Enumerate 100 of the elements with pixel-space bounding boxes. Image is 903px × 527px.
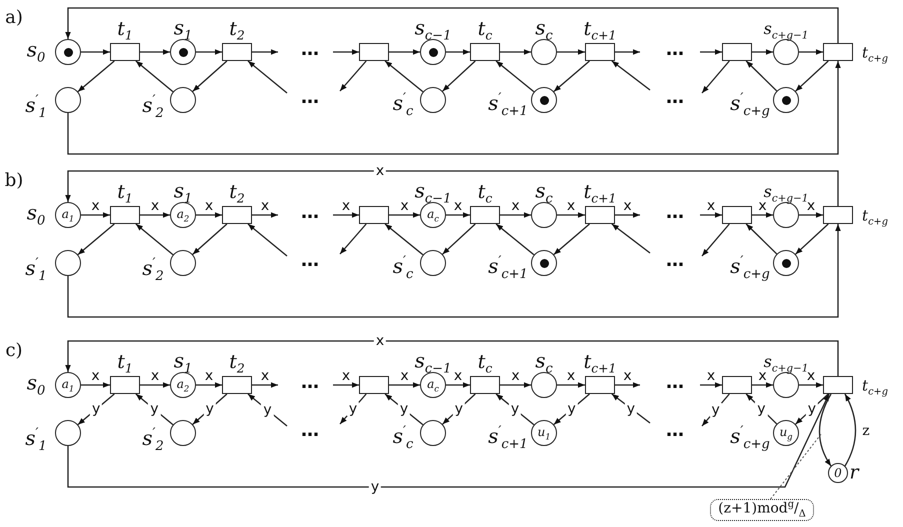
transition-box [585,43,615,61]
arrow [442,394,476,425]
node-label: t$_{c+1}$ [584,182,616,206]
place-circle [170,39,196,65]
arrow [78,224,115,256]
place-circle [773,87,799,113]
edge-label: x [399,199,410,213]
place-circle [420,250,446,276]
transition-box [110,43,140,61]
arrow [67,394,830,488]
arrow [752,212,773,218]
arrow [65,7,839,43]
edge-label: y [261,403,274,417]
arrow [702,60,730,94]
place-circle [773,39,799,65]
arrow [333,382,359,388]
arrow [442,224,476,255]
place-circle [55,250,81,276]
arrow [818,394,832,466]
node-label: t$_{c+g}$ [862,208,888,228]
arrow [135,224,174,256]
node-text: a$_{c}$ [427,208,439,222]
arrow [389,49,420,55]
arrow [615,212,640,218]
arrow [557,212,585,218]
place-circle [531,39,557,65]
arrow [446,49,470,55]
edge-label: y [90,402,102,416]
edge-label: x [340,199,352,213]
place-circle [828,463,848,483]
edge-label: x [90,199,101,213]
place-circle [773,250,799,276]
panel-label: b) [4,172,24,190]
place-circle [55,202,81,228]
node-text: a$_{1}$ [62,208,74,222]
edge-label: y [204,402,216,416]
node-label: s$_{c−1}$ [414,350,452,376]
arrow [446,212,470,218]
place-circle [55,87,81,113]
arrow [746,224,778,254]
arrow [135,60,174,92]
node-label: s$_{c+g−1}$ [764,21,808,41]
edge-label: x [806,199,816,213]
transition-box [585,376,615,394]
arrow [389,382,420,388]
place-circle [55,39,81,65]
place-circle [531,420,557,446]
arrow [140,49,170,55]
node-label: s$_{0}$ [26,372,46,398]
edge-label: y [755,402,768,416]
place-circle [531,250,557,276]
edge-label: x [706,369,716,383]
edge-label: x [510,369,521,383]
arrow [446,382,470,388]
place-circle [170,87,196,113]
transition-box [722,376,752,394]
panel-label: a) [5,9,23,27]
arrow [799,382,823,388]
ellipsis: … [666,204,684,222]
node-label: s$_{c−1}$ [414,180,452,206]
node-label: t$_{c}$ [478,182,492,206]
place-circle [170,420,196,446]
edge-label: x [757,369,768,383]
arrow [615,382,640,388]
edge-label: x [260,369,270,383]
place-circle [420,39,446,65]
node-label: t$_{c+g}$ [862,378,888,398]
node-label: t$_{1}$ [117,182,133,206]
node-label: s$_{c}$ [535,18,553,42]
arrow [799,212,823,218]
arrow [81,212,110,218]
transition-box [470,376,500,394]
arrow [795,394,829,425]
arrow [81,382,110,388]
place-circle [773,420,799,446]
arrow [252,49,278,55]
arrow [252,382,278,388]
arrow [340,60,367,92]
node-text: (z+1)mod$^{g}$/$_{Δ}$ [718,500,806,520]
place-circle [170,372,196,398]
arrow [384,60,424,92]
arrow [500,212,531,218]
node-label: s$_{1}$ [174,180,192,206]
arrow [389,212,420,218]
arrow [196,382,222,388]
edge-label: y [624,402,638,416]
edge-label: y [368,480,382,494]
edge-label: x [706,199,716,213]
arrow [196,212,222,218]
transition-box [722,206,752,224]
node-label: t$_{2}$ [229,182,245,206]
place-circle [170,202,196,228]
place-circle [55,420,81,446]
arrow [752,382,773,388]
ellipsis: … [666,374,684,392]
arrow [333,49,359,55]
arrow [65,340,839,376]
edge-label: x [452,369,464,383]
arrow [248,60,288,94]
place-circle [170,250,196,276]
